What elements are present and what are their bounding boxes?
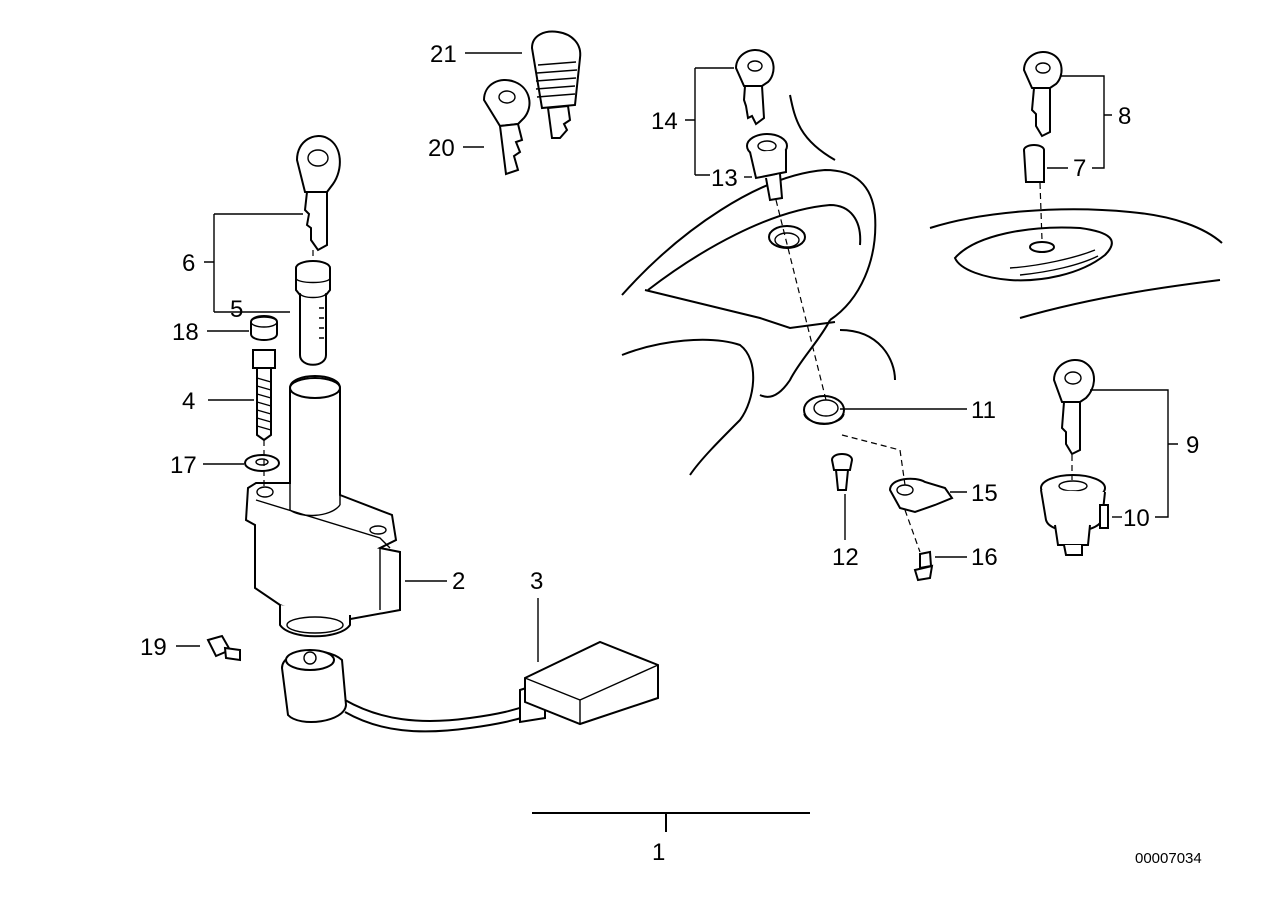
cap-18-icon [250, 315, 278, 341]
lock-13-icon [746, 133, 788, 202]
lock-housing-2-icon [244, 375, 401, 638]
key-14-icon [734, 49, 775, 126]
washer-17-icon [244, 454, 280, 472]
reference-number: 00007034 [1135, 850, 1202, 867]
key-8-icon [1022, 51, 1063, 138]
label-3: 3 [530, 568, 543, 595]
screw-19-icon [206, 634, 241, 662]
assembly-lines [263, 182, 1073, 553]
label-6: 6 [182, 250, 195, 277]
leader-lines [176, 52, 1178, 832]
label-14: 14 [651, 108, 678, 135]
label-9: 9 [1186, 432, 1199, 459]
key-6-icon [295, 135, 341, 252]
label-2: 2 [452, 568, 465, 595]
label-17: 17 [170, 452, 197, 479]
label-5: 5 [230, 296, 243, 323]
tank-outline [929, 208, 1223, 319]
screw-16-icon [913, 550, 934, 582]
ignition-switch-3-icon [280, 640, 659, 733]
label-7: 7 [1073, 155, 1086, 182]
key-9-icon [1052, 359, 1095, 456]
label-13: 13 [711, 165, 738, 192]
screw-12-icon [830, 453, 854, 491]
label-1: 1 [652, 839, 665, 866]
label-20: 20 [428, 135, 455, 162]
ring-11-icon [803, 395, 845, 425]
label-12: 12 [832, 544, 859, 571]
clamp-15-icon [888, 477, 954, 514]
lock-cylinder-5-icon [295, 260, 331, 366]
key-21-icon [530, 30, 582, 139]
lock-10-icon [1040, 474, 1109, 556]
label-18: 18 [172, 319, 199, 346]
screw-4-icon [252, 349, 276, 442]
lock-cylinder-7-icon [1023, 144, 1045, 183]
label-11: 11 [971, 397, 996, 424]
label-4: 4 [182, 388, 195, 415]
key-20-icon [482, 79, 531, 176]
part-labels: 1 2 3 4 5 6 7 8 9 10 11 12 13 14 15 16 1… [140, 41, 1202, 867]
fairing-outline [621, 94, 896, 476]
label-10: 10 [1123, 505, 1150, 532]
label-21: 21 [430, 41, 457, 68]
label-15: 15 [971, 480, 998, 507]
label-16: 16 [971, 544, 998, 571]
label-8: 8 [1118, 103, 1131, 130]
label-19: 19 [140, 634, 167, 661]
